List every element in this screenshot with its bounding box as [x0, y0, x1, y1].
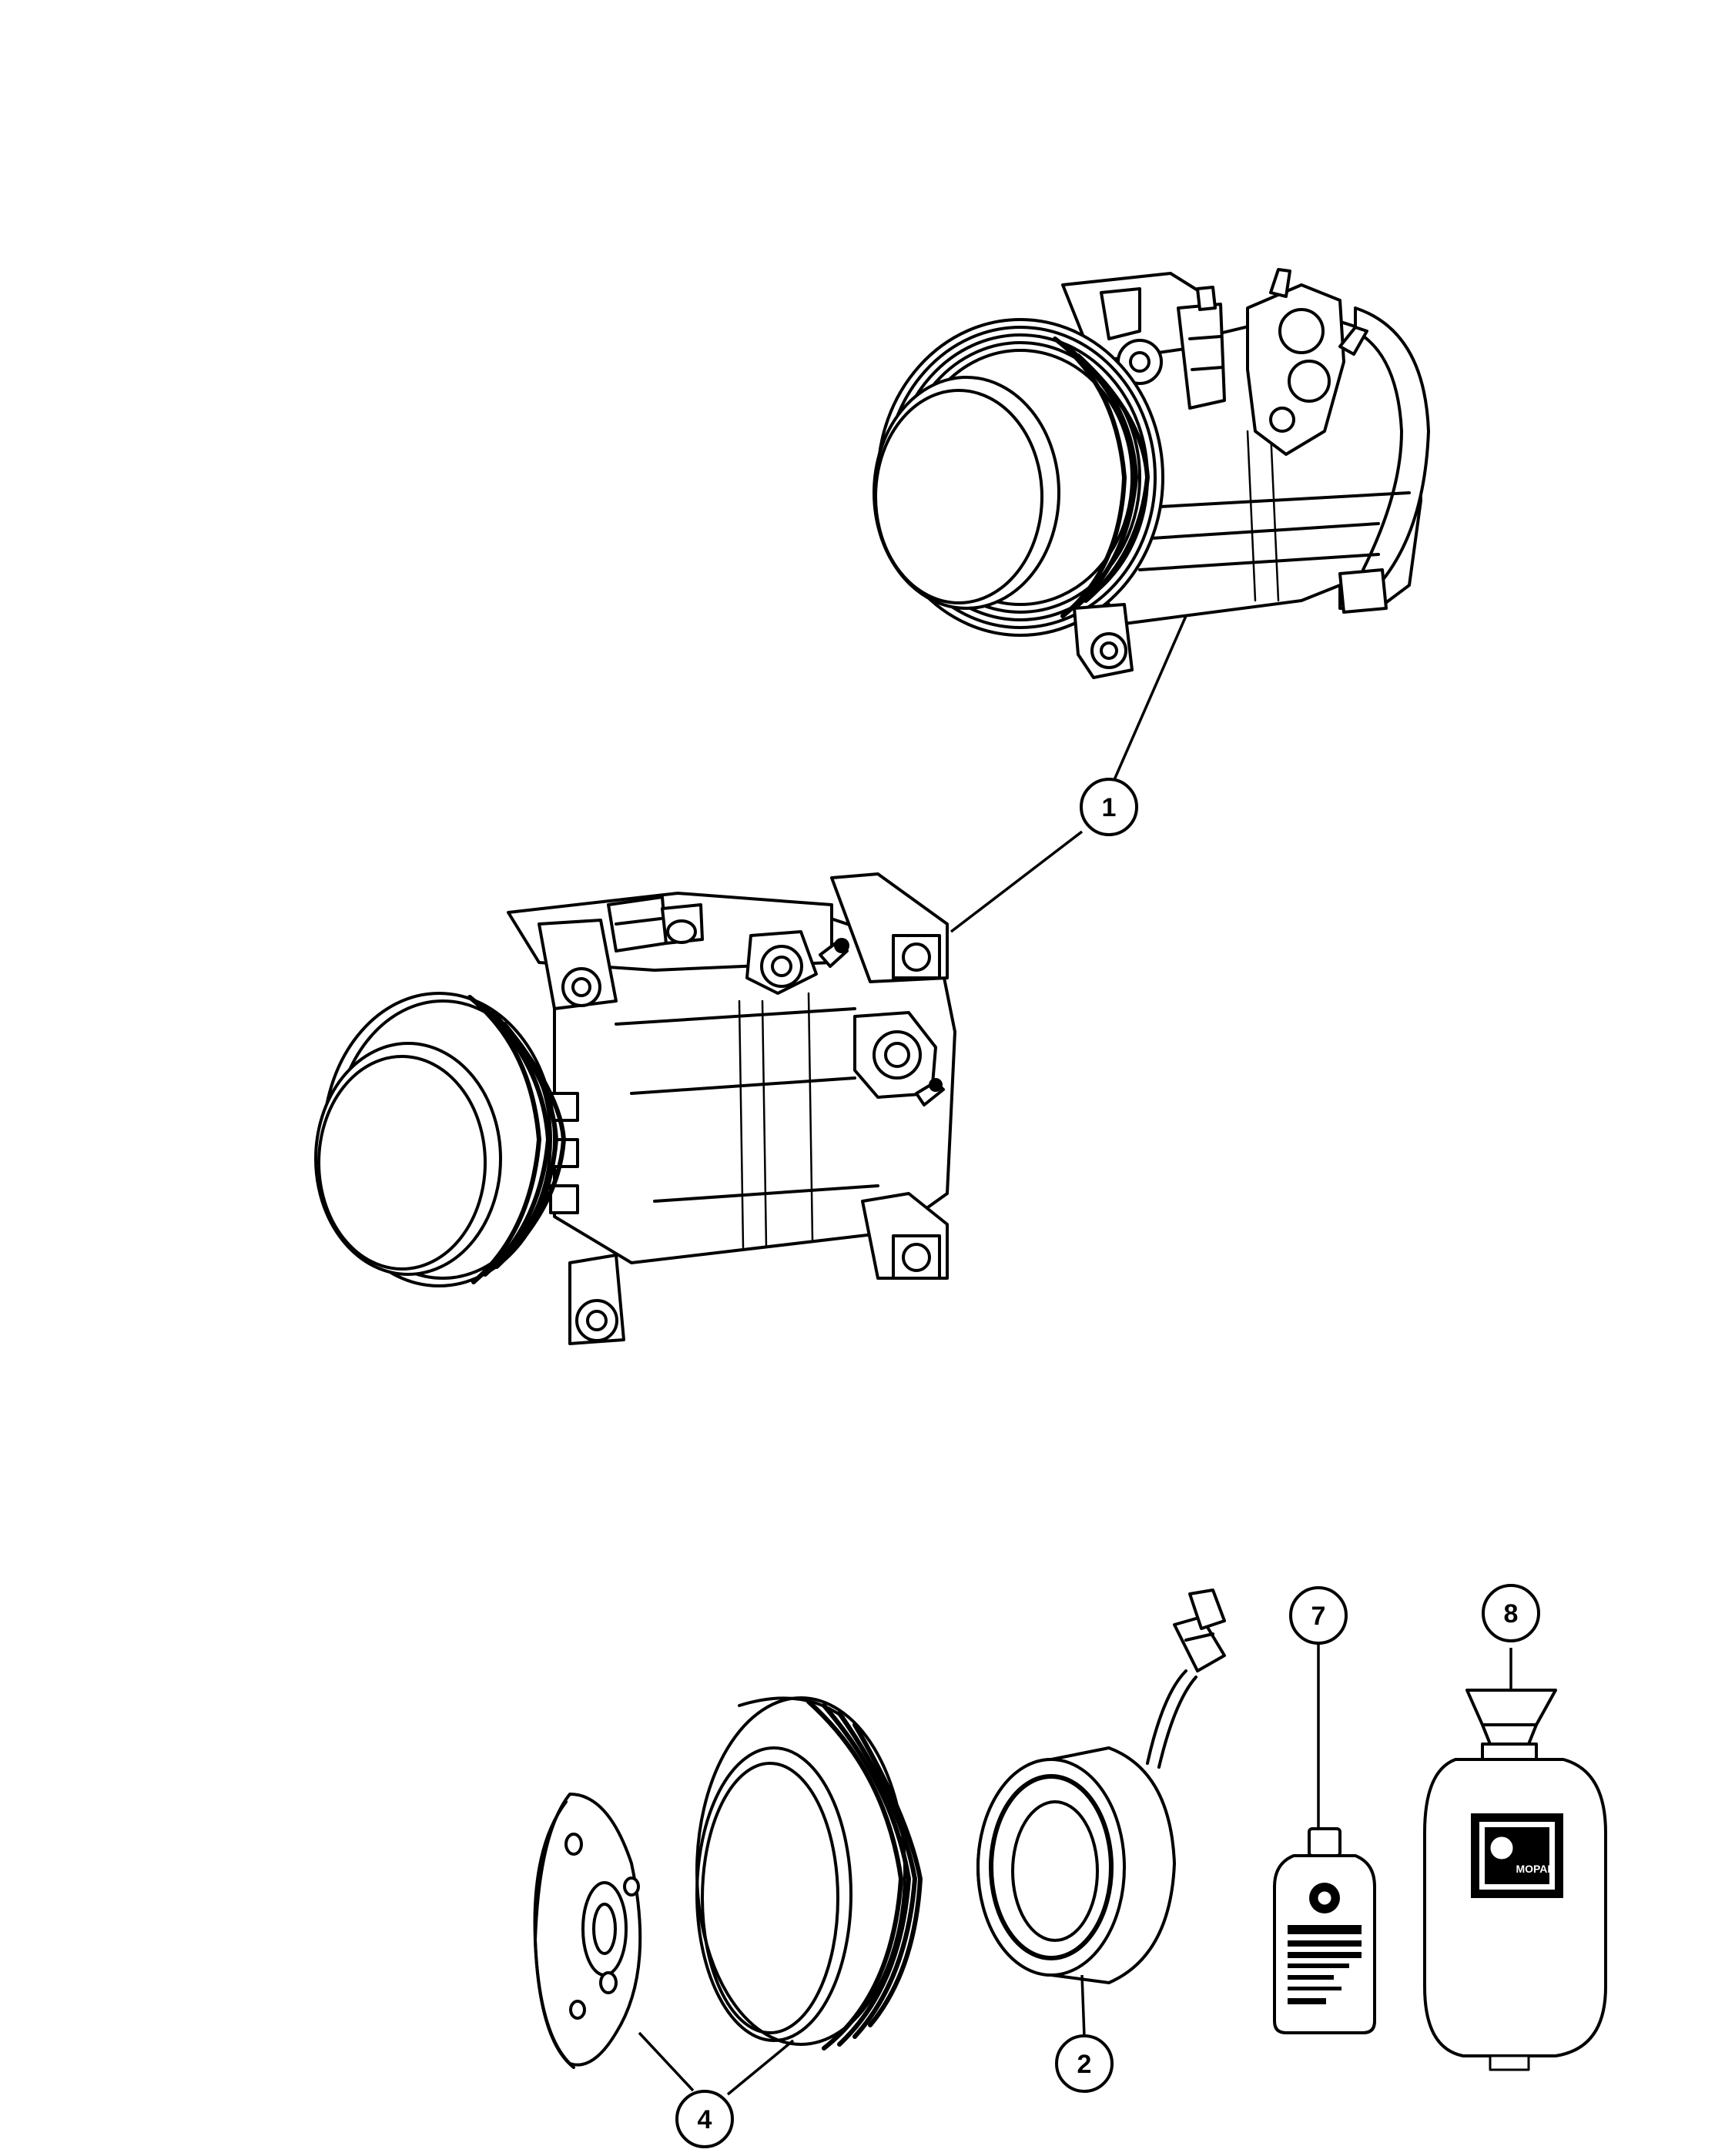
callout-1[interactable]: 1 [1080, 778, 1138, 836]
clutch-pulley[interactable] [695, 1696, 923, 2051]
clutch-plate[interactable] [533, 1793, 642, 2069]
leader-1-upper [1104, 615, 1187, 802]
callout-label: 2 [1077, 2050, 1092, 2079]
callout-2[interactable]: 2 [1055, 2034, 1114, 2093]
oil-bottle[interactable] [1273, 1827, 1376, 2034]
callout-7[interactable]: 7 [1289, 1586, 1348, 1645]
refrigerant-tank[interactable]: MOPAR [1423, 1689, 1607, 2071]
callout-8[interactable]: 8 [1482, 1584, 1540, 1642]
field-coil[interactable] [976, 1589, 1226, 1984]
callout-label: 1 [1102, 793, 1117, 822]
callout-4[interactable]: 4 [675, 2090, 734, 2148]
leader-4-pulley [726, 2039, 795, 2096]
mopar-logo-text: MOPAR [1516, 1863, 1555, 1875]
callout-label: 7 [1311, 1602, 1326, 1631]
leader-4-plate [638, 2031, 695, 2092]
leader-1-lower [950, 830, 1084, 933]
compressor-lower[interactable] [314, 872, 956, 1345]
leader-2 [1080, 1974, 1086, 2037]
callout-label: 8 [1504, 1599, 1519, 1629]
compressor-upper[interactable] [873, 268, 1430, 679]
callout-label: 4 [698, 2105, 712, 2134]
